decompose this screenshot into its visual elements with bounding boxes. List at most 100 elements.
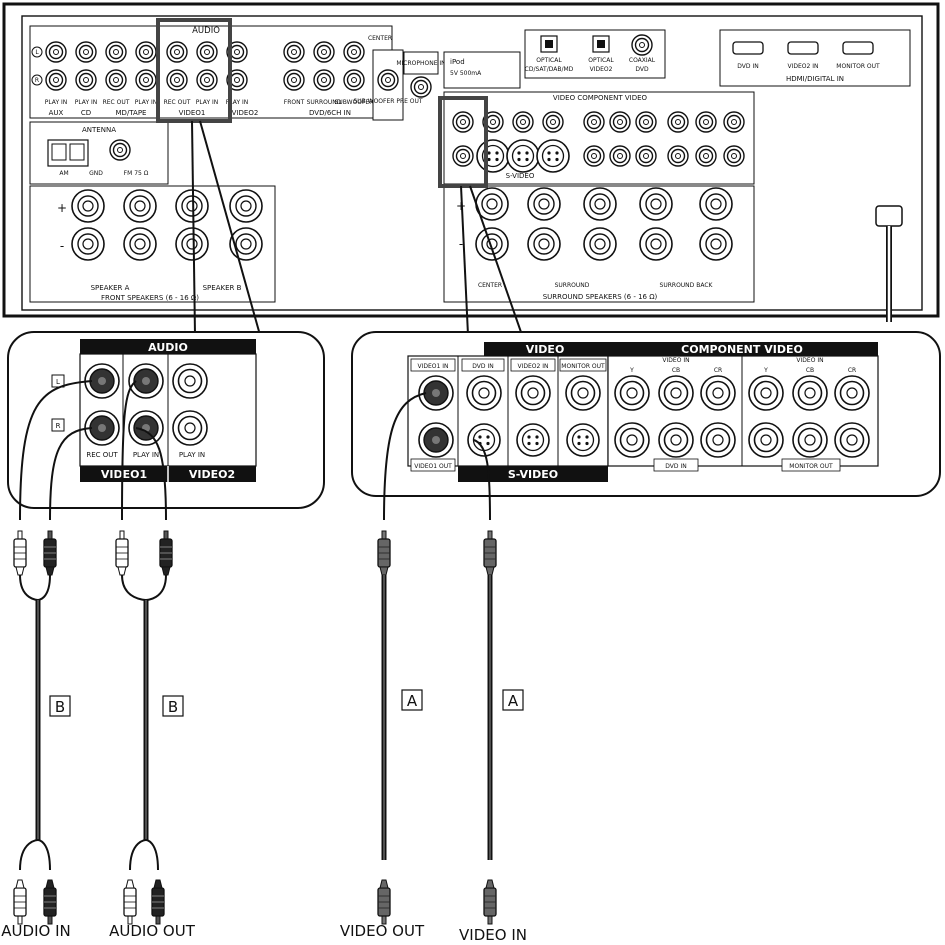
video-cable-a-right: A	[483, 530, 524, 925]
jack-label: PLAY IN	[45, 99, 68, 106]
video2-in-svideo-jack	[516, 423, 550, 457]
cable-wires	[19, 380, 491, 521]
group-label: MD/TAPE	[116, 109, 147, 117]
audio-highlight-box	[156, 18, 232, 123]
dvd-group-label: DVD/6CH IN	[309, 109, 351, 117]
video2-play-in-l-jack	[172, 363, 208, 399]
minus-sign: -	[60, 239, 64, 253]
play-in-l-jack	[128, 363, 164, 399]
video-detail-header: VIDEO	[526, 343, 565, 356]
am-label: AM	[59, 170, 68, 177]
cable-b-letter: B	[168, 698, 178, 716]
antenna-label: ANTENNA	[82, 126, 116, 134]
subwoofer-mic-ipod-section: SUB WOOFER PRE OUT MICROPHONE IN iPod 5V…	[353, 49, 521, 121]
panel-svideo-label: S-VIDEO	[506, 172, 535, 180]
subwoofer-pre-out-label: SUB WOOFER PRE OUT	[353, 98, 423, 105]
video1-label: VIDEO1	[101, 468, 147, 481]
hdmi-jack-label: MONITOR OUT	[836, 63, 880, 70]
jack-label: PLAY IN	[135, 99, 158, 106]
audio-in-caption: AUDIO IN	[1, 922, 70, 940]
zoom-callout-lines	[191, 120, 523, 336]
cb-label: CB	[806, 367, 814, 374]
front-speakers-label: FRONT SPEAKERS (6 - 16 Ω)	[101, 294, 199, 302]
jack-label: PLAY IN	[196, 99, 219, 106]
video-in-caption: VIDEO IN	[459, 926, 527, 944]
dvd-in-bottom-label: DVD IN	[665, 463, 686, 470]
plus-sign: +	[57, 201, 67, 215]
jack-label: SURROUND	[307, 99, 342, 106]
cr-label: CR	[848, 367, 856, 374]
play-in-r-jack	[128, 410, 164, 446]
video-panel-section: VIDEO COMPONENT VIDEO S-VIDEO	[443, 91, 755, 185]
jack-label: PLAY IN	[226, 99, 249, 106]
cr-label: CR	[714, 367, 722, 374]
monitor-out-bottom-label: MONITOR OUT	[789, 463, 833, 470]
jack-label: REC OUT	[103, 99, 130, 106]
jack-label: FRONT	[284, 99, 305, 106]
center-speaker-label: CENTER	[478, 282, 502, 289]
y-label: Y	[629, 367, 634, 374]
audio-cable-b-left: B	[13, 530, 71, 925]
audio-inputs-section: AUDIO L R PLAY IN PLAY IN REC OUT PLAY I…	[29, 25, 393, 119]
video2-play-in-r-jack	[172, 410, 208, 446]
cable-b-letter: B	[55, 698, 65, 716]
audio-detail-l: L	[56, 378, 60, 386]
monitor-out-video-jack	[565, 375, 601, 411]
speaker-b-label: SPEAKER B	[203, 284, 242, 292]
jack-label: REC OUT	[164, 99, 191, 106]
video-detail-callout: VIDEO COMPONENT VIDEO VIDEO1 IN DVD IN V…	[351, 331, 941, 497]
channel-l-label: L	[35, 49, 39, 56]
group-label: CD	[81, 109, 91, 117]
y-label: Y	[763, 367, 768, 374]
coaxial-sub-label: DVD	[635, 66, 649, 73]
front-speaker-terminals: + - SPEAKER A SPEAKER B FRONT SPEAKERS (…	[29, 185, 276, 303]
video2-label: VIDEO2	[189, 468, 235, 481]
video1-out-jack	[418, 422, 454, 458]
surround-speakers-label: SURROUND SPEAKERS (6 - 16 Ω)	[543, 293, 658, 301]
optical2-label: OPTICAL	[588, 57, 614, 64]
video2-in-video-jack	[515, 375, 551, 411]
play-in-label: PLAY IN	[179, 451, 205, 459]
video-out-caption: VIDEO OUT	[340, 922, 425, 940]
monitor-out-label: MONITOR OUT	[561, 363, 605, 370]
antenna-section: ANTENNA AM GND FM 75 Ω	[29, 121, 169, 185]
video-cable-a-left: A	[377, 530, 423, 925]
hdmi-section: DVD IN VIDEO2 IN MONITOR OUT HDMI/DIGITA…	[719, 29, 911, 87]
surround-back-label: SURROUND BACK	[660, 282, 714, 289]
group-label: VIDEO1	[179, 109, 206, 117]
video2-in-label: VIDEO2 IN	[518, 363, 549, 370]
audio-header: AUDIO	[192, 26, 220, 36]
power-cord	[875, 205, 903, 322]
center-label: CENTER	[368, 35, 392, 42]
component-video-header: COMPONENT VIDEO	[681, 343, 803, 356]
audio-detail-r: R	[56, 422, 61, 430]
optical2-sub-label: VIDEO2	[590, 66, 613, 73]
group-label: AUX	[49, 109, 64, 117]
digital-audio-section: OPTICAL CD/SAT/DAB/MD OPTICAL VIDEO2 COA…	[524, 29, 666, 79]
surround-label: SURROUND	[555, 282, 590, 289]
hdmi-jack-label: VIDEO2 IN	[788, 63, 819, 70]
audio-cable-b-right: B	[115, 530, 184, 925]
group-label: VIDEO2	[232, 109, 259, 117]
hdmi-jack-label: DVD IN	[737, 63, 758, 70]
dvd-in-video-jack	[466, 375, 502, 411]
audio-out-caption: AUDIO OUT	[109, 922, 196, 940]
gnd-label: GND	[89, 170, 103, 177]
video1-in-label: VIDEO1 IN	[418, 363, 449, 370]
ipod-rating-label: 5V 500mA	[450, 70, 482, 77]
audio-detail-header: AUDIO	[148, 341, 188, 354]
video-component-header: VIDEO COMPONENT VIDEO	[553, 94, 648, 102]
receiver-rear-panel: AUDIO L R PLAY IN PLAY IN REC OUT PLAY I…	[2, 2, 940, 322]
surround-speaker-terminals: + - CENTER SURROUND SURROUND BACK SURROU…	[443, 185, 755, 303]
ipod-label: iPod	[450, 58, 465, 66]
jack-label: SUBWOOFER	[335, 99, 374, 106]
video1-in-sublabel: VIDEO IN	[796, 357, 823, 364]
speaker-a-label: SPEAKER A	[91, 284, 130, 292]
svideo-label: S-VIDEO	[508, 468, 558, 481]
play-in-label: PLAY IN	[133, 451, 159, 459]
jack-label: PLAY IN	[75, 99, 98, 106]
fm-label: FM 75 Ω	[124, 170, 149, 177]
minus-sign: -	[459, 237, 463, 251]
channel-r-label: R	[35, 77, 39, 84]
optical1-label: OPTICAL	[536, 57, 562, 64]
